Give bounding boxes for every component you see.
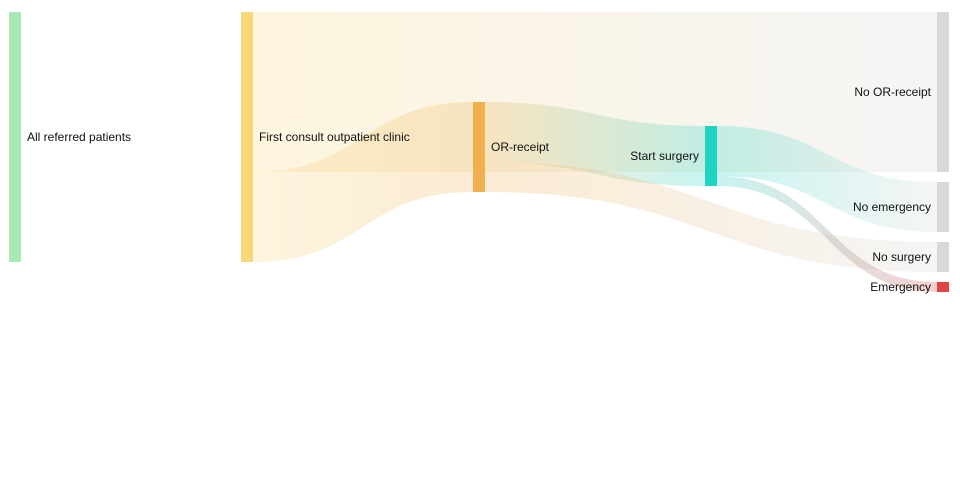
node-label-emerg: Emergency [870,280,931,294]
node-label-or: OR-receipt [491,140,550,154]
node-label-all: All referred patients [27,130,131,144]
node-all[interactable] [9,12,21,262]
node-or[interactable] [473,102,485,192]
link-start-to-emerg [717,176,937,292]
sankey-nodes [9,12,949,292]
link-or-to-start [485,102,705,186]
sankey-labels: All referred patients First consult outpa… [27,85,932,294]
link-or-to-nosurg [485,162,937,272]
node-first[interactable] [241,12,253,262]
link-first-to-or [253,102,473,262]
node-label-noor: No OR-receipt [854,85,931,99]
node-label-start: Start surgery [630,149,699,163]
node-label-noemerg: No emergency [853,200,931,214]
node-nosurg[interactable] [937,242,949,272]
node-noemerg[interactable] [937,182,949,232]
node-label-first: First consult outpatient clinic [259,130,410,144]
link-start-to-noemerg [717,126,937,232]
node-noor[interactable] [937,12,949,172]
node-start[interactable] [705,126,717,186]
sankey-links [253,12,937,292]
node-label-nosurg: No surgery [872,250,931,264]
node-emerg[interactable] [937,282,949,292]
